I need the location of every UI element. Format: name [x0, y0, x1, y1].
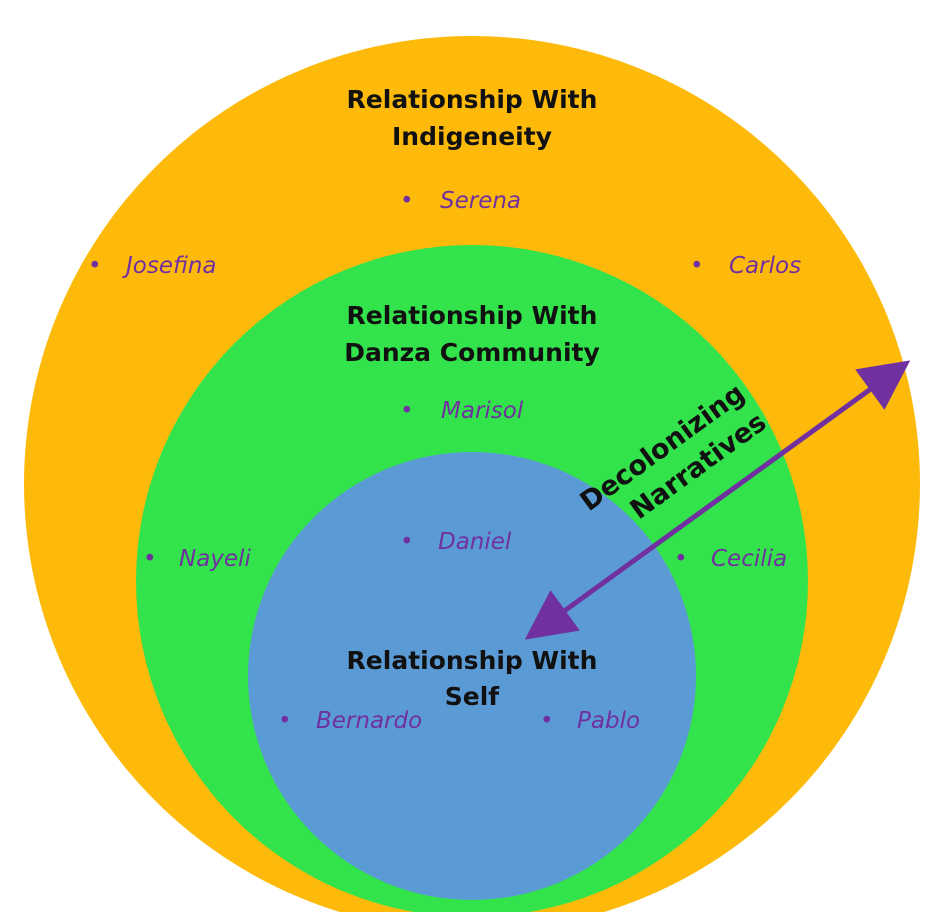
inner-name-pablo: • Pablo: [540, 708, 640, 734]
middle-name-nayeli: • Nayeli: [143, 546, 251, 572]
bullet-dot: •: [400, 529, 414, 555]
name-label: Josefina: [122, 253, 217, 279]
outer-name-serena: • Serena: [400, 188, 521, 214]
middle-title-line2: Danza Community: [344, 338, 600, 367]
inner-circle-self: [248, 452, 696, 900]
inner-name-bernardo: • Bernardo: [278, 708, 422, 734]
name-label: Cecilia: [711, 546, 787, 572]
name-label: Carlos: [729, 253, 801, 279]
middle-title-line1: Relationship With: [347, 301, 598, 330]
inner-title-line1: Relationship With: [347, 646, 598, 675]
outer-title-line2: Indigeneity: [392, 122, 552, 151]
bullet-dot: •: [400, 398, 414, 424]
outer-title-line1: Relationship With: [347, 85, 598, 114]
name-label: Serena: [440, 188, 521, 214]
name-label: Daniel: [438, 529, 512, 555]
decolonizing-arrow: [524, 360, 911, 640]
outer-name-josefina: • Josefina: [88, 253, 217, 279]
name-label: Bernardo: [316, 708, 422, 734]
bullet-dot: •: [400, 188, 414, 214]
name-label: Pablo: [577, 708, 640, 734]
bullet-dot: •: [540, 708, 554, 734]
inner-name-daniel: • Daniel: [400, 529, 512, 555]
inner-title-line2: Self: [445, 682, 501, 711]
name-label: Marisol: [441, 398, 524, 424]
outer-name-carlos: • Carlos: [690, 253, 801, 279]
bullet-dot: •: [690, 253, 704, 279]
middle-name-marisol: • Marisol: [400, 398, 524, 424]
name-label: Nayeli: [179, 546, 251, 572]
bullet-dot: •: [674, 546, 688, 572]
bullet-dot: •: [88, 253, 102, 279]
bullet-dot: •: [278, 708, 292, 734]
bullet-dot: •: [143, 546, 157, 572]
